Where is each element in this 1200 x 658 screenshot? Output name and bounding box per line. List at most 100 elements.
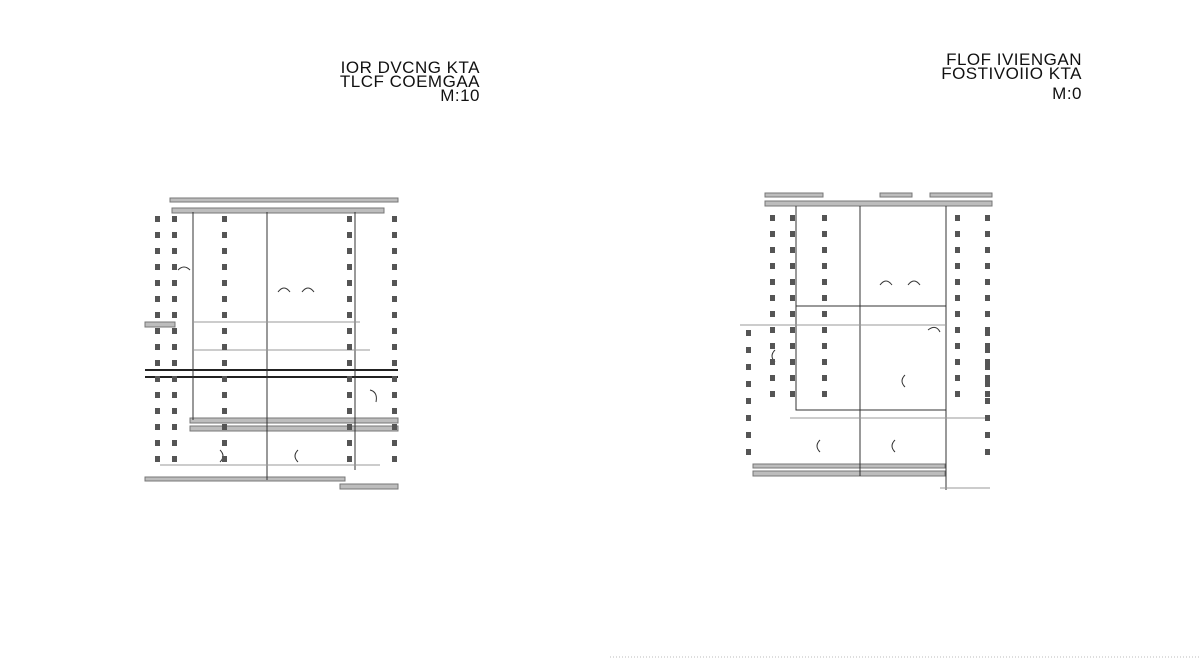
grid-marker [770, 247, 775, 253]
grid-marker [155, 248, 160, 254]
grid-marker [392, 440, 397, 446]
grid-marker [770, 263, 775, 269]
grid-marker [790, 359, 795, 365]
wall [144, 476, 346, 482]
grid-marker [155, 456, 160, 462]
grid-marker [172, 280, 177, 286]
grid-marker [222, 280, 227, 286]
grid-marker [985, 231, 990, 237]
grid-marker [347, 408, 352, 414]
grid-marker [155, 328, 160, 334]
grid-marker [347, 392, 352, 398]
grid-marker [790, 327, 795, 333]
grid-marker [392, 456, 397, 462]
grid-marker [222, 392, 227, 398]
title-line: FOSTIVOIIO KTA [941, 64, 1082, 83]
grid-marker [985, 295, 990, 301]
wall [171, 207, 385, 214]
wall [752, 470, 946, 477]
grid-marker [770, 375, 775, 381]
wall [929, 192, 993, 198]
grid-marker [822, 279, 827, 285]
grid-marker [770, 295, 775, 301]
grid-marker [155, 296, 160, 302]
grid-marker [985, 391, 990, 397]
grid-marker [222, 440, 227, 446]
grid-marker [790, 247, 795, 253]
grid-marker [392, 408, 397, 414]
wall [339, 483, 399, 490]
grid-marker [347, 440, 352, 446]
grid-marker [955, 391, 960, 397]
grid-marker [222, 248, 227, 254]
grid-marker [822, 263, 827, 269]
grid-marker [790, 311, 795, 317]
grid-marker [347, 232, 352, 238]
grid-marker [790, 295, 795, 301]
grid-marker [155, 392, 160, 398]
grid-marker [955, 279, 960, 285]
grid-marker [392, 312, 397, 318]
grid-marker [155, 440, 160, 446]
grid-marker [222, 216, 227, 222]
grid-marker [746, 347, 751, 353]
grid-marker [392, 392, 397, 398]
grid-marker [790, 279, 795, 285]
grid-marker [746, 330, 751, 336]
grid-marker [955, 247, 960, 253]
grid-marker [392, 296, 397, 302]
grid-marker [985, 432, 990, 438]
grid-marker [155, 280, 160, 286]
grid-marker [155, 408, 160, 414]
wall [189, 417, 399, 424]
grid-marker [347, 328, 352, 334]
grid-marker [172, 440, 177, 446]
grid-marker [822, 391, 827, 397]
grid-marker [822, 247, 827, 253]
grid-marker [746, 398, 751, 404]
grid-marker [347, 312, 352, 318]
grid-marker [392, 248, 397, 254]
grid-marker [155, 360, 160, 366]
grid-marker [985, 398, 990, 404]
grid-marker [790, 215, 795, 221]
grid-marker [770, 279, 775, 285]
grid-marker [822, 327, 827, 333]
grid-marker [392, 216, 397, 222]
grid-marker [770, 359, 775, 365]
grid-marker [222, 408, 227, 414]
grid-marker [955, 311, 960, 317]
grid-marker [392, 424, 397, 430]
grid-markers [155, 215, 990, 462]
grid-marker [172, 248, 177, 254]
grid-marker [822, 295, 827, 301]
grid-marker [172, 408, 177, 414]
grid-marker [222, 328, 227, 334]
wall [144, 321, 176, 328]
grid-marker [392, 360, 397, 366]
grid-marker [172, 392, 177, 398]
grid-marker [222, 312, 227, 318]
grid-marker [746, 415, 751, 421]
grid-marker [822, 343, 827, 349]
grid-marker [770, 215, 775, 221]
grid-marker [222, 456, 227, 462]
grid-marker [222, 424, 227, 430]
grid-marker [392, 344, 397, 350]
grid-marker [347, 248, 352, 254]
grid-marker [790, 231, 795, 237]
grid-marker [985, 359, 990, 365]
grid-marker [347, 360, 352, 366]
grid-marker [770, 231, 775, 237]
grid-marker [172, 232, 177, 238]
grid-marker [790, 343, 795, 349]
grid-marker [392, 328, 397, 334]
scale-label: M:10 [440, 86, 480, 105]
grid-marker [155, 312, 160, 318]
grid-marker [222, 376, 227, 382]
grid-marker [347, 264, 352, 270]
grid-marker [155, 232, 160, 238]
grid-marker [985, 311, 990, 317]
grid-marker [155, 264, 160, 270]
grid-marker [746, 364, 751, 370]
